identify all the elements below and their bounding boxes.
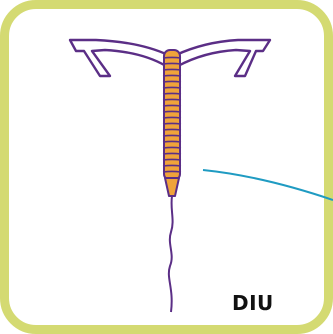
coil-band — [163, 123, 181, 124]
coil-band — [163, 117, 181, 118]
right-arm-icon — [176, 40, 270, 76]
coil-band — [163, 141, 181, 142]
coil-band — [163, 147, 181, 148]
coil-band — [163, 63, 181, 64]
coil-band — [163, 69, 181, 70]
coil-band — [163, 165, 181, 166]
callout-line-icon — [203, 170, 333, 200]
coil-band — [163, 75, 181, 76]
stem-tip — [165, 178, 179, 196]
coil-band — [163, 135, 181, 136]
coil-band — [163, 171, 181, 172]
retrieval-string — [169, 196, 173, 312]
coil-band — [163, 153, 181, 154]
coil-band — [163, 87, 181, 88]
coil-band — [163, 159, 181, 160]
coil-band — [163, 57, 181, 58]
coil-band — [163, 105, 181, 106]
coil-band — [163, 111, 181, 112]
coil-band — [163, 129, 181, 130]
coil-band — [163, 99, 181, 100]
left-arm-icon — [70, 40, 168, 76]
coil-band — [163, 93, 181, 94]
coil-band — [163, 81, 181, 82]
device-label: DIU — [232, 293, 274, 313]
